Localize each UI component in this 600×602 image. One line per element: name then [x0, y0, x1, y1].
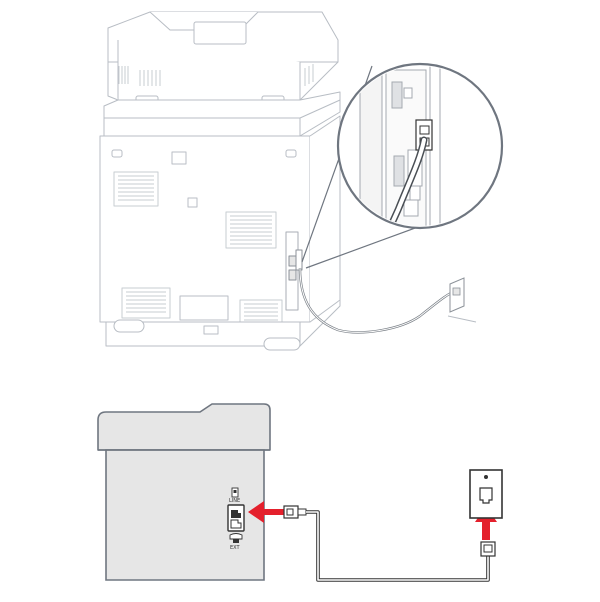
line-port-label: LINE [229, 498, 240, 504]
ext-port-label: EXT [230, 545, 240, 551]
connector-plug-icon [283, 505, 307, 519]
printer-schematic [97, 403, 271, 581]
wall-jack-3d [447, 277, 477, 323]
wall-plug [480, 541, 496, 557]
line-port-icon: LINE [229, 487, 240, 504]
printer-base [105, 300, 341, 351]
zoom-detail [336, 62, 504, 230]
scanner-unit [107, 11, 339, 113]
red-arrow-to-printer [248, 501, 284, 523]
printer-port-panel: LINE EXT [227, 487, 245, 551]
line-port [227, 504, 245, 532]
printer-3d-view [99, 11, 341, 351]
ext-port-icon: EXT [229, 533, 243, 551]
phone-cable-3d [298, 267, 459, 334]
printer-body [99, 115, 341, 327]
phone-line-icon [306, 510, 490, 582]
wall-jack-icon [469, 469, 503, 519]
